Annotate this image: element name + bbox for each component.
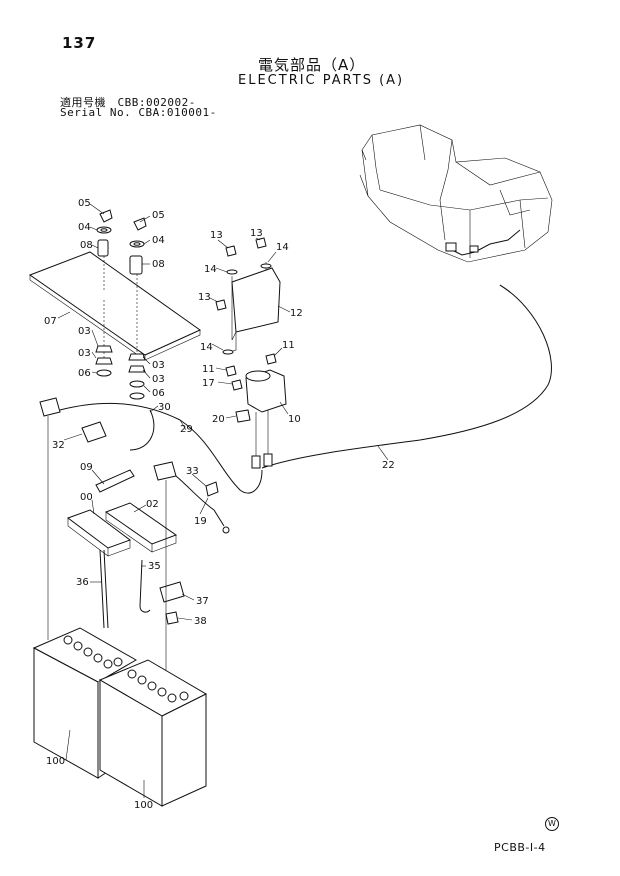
harness-29 — [59, 402, 263, 494]
part-label: 12 — [290, 308, 303, 319]
footer-page-code: PCBB-I-4 — [494, 841, 546, 854]
part-label: 02 — [146, 499, 159, 510]
part-label: 09 — [80, 462, 93, 473]
part-label: 05 — [152, 210, 165, 221]
bolt-13 — [255, 237, 267, 249]
harness-22 — [261, 284, 552, 469]
connector-32 — [81, 421, 107, 443]
part-label: 05 — [78, 198, 91, 209]
part-label: 11 — [282, 340, 295, 351]
w-mark-symbol: W — [545, 817, 559, 831]
part-label: 04 — [78, 222, 91, 233]
rod-36 — [99, 549, 109, 629]
part-label: 04 — [152, 235, 165, 246]
part-label: 14 — [200, 342, 213, 353]
part-label: 00 — [80, 492, 93, 503]
bracket-09 — [95, 469, 135, 493]
part-label: 03 — [78, 326, 91, 337]
connector — [39, 397, 61, 417]
part-label: 35 — [148, 561, 161, 572]
serial-number-line: Serial No. CBA:010001- — [60, 106, 217, 119]
part-label: 11 — [202, 364, 215, 375]
part-label: 100 — [46, 756, 65, 767]
part-label: 20 — [212, 414, 225, 425]
fastener-stack-left — [95, 209, 113, 377]
part-label: 100 — [134, 800, 153, 811]
part-label: 17 — [202, 378, 215, 389]
holder-00 — [66, 509, 132, 557]
part-number-labels: 05 05 04 04 08 08 07 03 03 03 03 06 06 1… — [44, 198, 395, 811]
part-label: 08 — [152, 259, 165, 270]
part-label: 06 — [152, 388, 165, 399]
part-label: 33 — [186, 466, 199, 477]
bolt-13 — [215, 299, 227, 311]
part-label: 10 — [288, 414, 301, 425]
part-label: 30 — [158, 402, 171, 413]
part-label: 13 — [250, 228, 263, 239]
part-label: 14 — [276, 242, 289, 253]
washer-14 — [222, 349, 234, 355]
excavator-illustration — [359, 124, 553, 263]
part-label: 22 — [382, 460, 395, 471]
holder-02 — [104, 502, 178, 553]
nut-38 — [165, 611, 179, 625]
leader-lines — [57, 203, 291, 798]
rod-35 — [139, 559, 151, 613]
part-label: 03 — [152, 374, 165, 385]
part-label: 14 — [204, 264, 217, 275]
serial-applicable-line: 適用号機 CBB:002002- — [60, 96, 196, 109]
bolt-13 — [225, 245, 237, 257]
title-japanese: 電気部品（A） — [258, 56, 366, 74]
part-label: 13 — [198, 292, 211, 303]
part-label: 03 — [152, 360, 165, 371]
washer-14 — [260, 263, 272, 269]
plate-07 — [28, 251, 201, 361]
part-label: 13 — [210, 230, 223, 241]
part-label: 06 — [78, 368, 91, 379]
part-label: 19 — [194, 516, 207, 527]
connector — [153, 461, 177, 481]
part-label: 32 — [52, 440, 65, 451]
cable-19 — [175, 475, 225, 527]
washer-14 — [226, 269, 238, 275]
bracket-37 — [159, 581, 185, 603]
relay-10 — [225, 353, 287, 460]
part-label: 38 — [194, 616, 207, 627]
part-label: 08 — [80, 240, 93, 251]
title-english: ELECTRIC PARTS (A) — [238, 73, 405, 88]
page-number: 137 — [62, 34, 97, 52]
bracket-12 — [223, 262, 281, 355]
part-label: 07 — [44, 316, 57, 327]
part-label: 37 — [196, 596, 209, 607]
part-label: 29 — [180, 424, 193, 435]
battery-100-right — [98, 659, 208, 807]
part-label: 36 — [76, 577, 89, 588]
part-label: 03 — [78, 348, 91, 359]
